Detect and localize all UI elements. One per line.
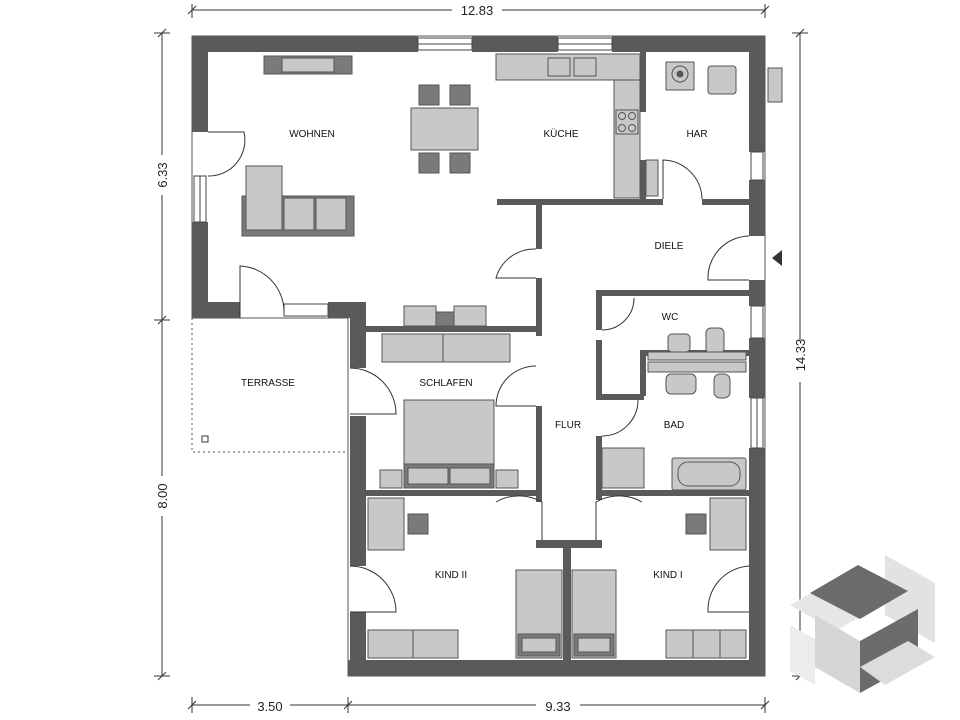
dim-right-height: 14.33 xyxy=(793,339,808,372)
entrance-arrow-icon xyxy=(772,250,782,266)
walls xyxy=(192,36,765,676)
terrasse-area xyxy=(191,318,348,453)
room-labels: WOHNEN KÜCHE HAR DIELE WC BAD FLUR SCHLA… xyxy=(241,128,708,581)
dim-bottom-right: 9.33 xyxy=(545,699,570,714)
room-label-bad: BAD xyxy=(664,420,685,431)
room-label-kueche: KÜCHE xyxy=(543,128,578,140)
dim-left-upper: 6.33 xyxy=(155,162,170,187)
room-label-kind-ii: KIND II xyxy=(435,570,467,581)
room-label-wohnen: WOHNEN xyxy=(289,129,335,140)
room-label-kind-i: KIND I xyxy=(653,570,682,581)
dim-left-lower: 8.00 xyxy=(155,483,170,508)
room-label-diele: DIELE xyxy=(655,241,684,252)
room-label-wc: WC xyxy=(662,312,679,323)
dim-bottom-left: 3.50 xyxy=(257,699,282,714)
dim-top-width: 12.83 xyxy=(461,3,494,18)
cube-logo-icon xyxy=(790,555,935,693)
furniture xyxy=(241,53,783,659)
room-label-flur: FLUR xyxy=(555,420,581,431)
room-label-har: HAR xyxy=(686,129,707,140)
room-label-terrasse: TERRASSE xyxy=(241,378,295,389)
doors xyxy=(207,131,750,613)
dimension-labels: 12.83 14.33 6.33 8.00 3.50 9.33 xyxy=(154,2,808,714)
room-label-schlafen: SCHLAFEN xyxy=(419,378,472,389)
